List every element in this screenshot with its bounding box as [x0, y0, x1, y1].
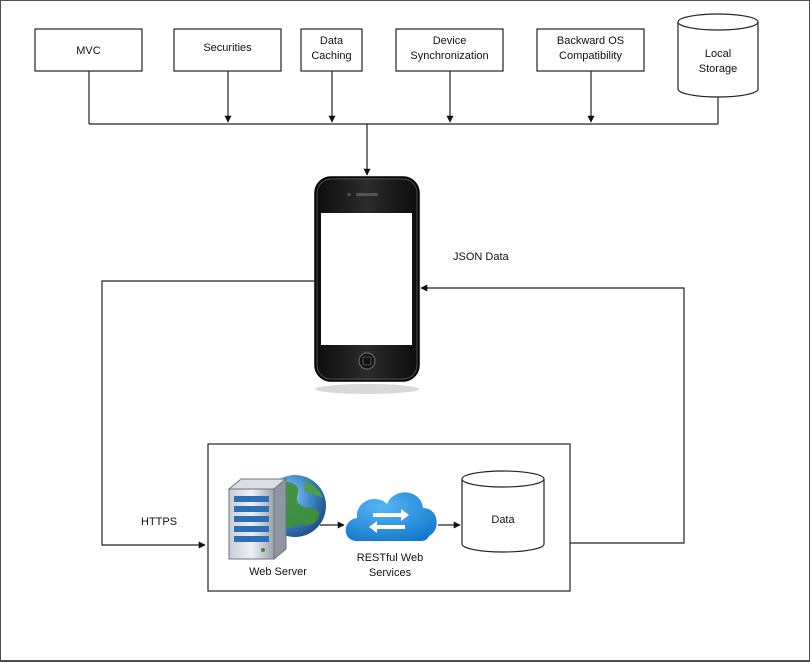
- component-device-sync: Device Synchronization: [395, 28, 504, 72]
- https-connector: [101, 280, 315, 549]
- component-backward-os: Backward OS Compatibility: [536, 28, 645, 72]
- component-device-sync-line2: Synchronization: [410, 50, 488, 62]
- component-mvc-label: MVC: [76, 45, 101, 57]
- restful-label-line1: RESTful Web: [357, 552, 423, 564]
- local-storage-cylinder: Local Storage: [677, 13, 759, 98]
- component-mvc: MVC: [34, 28, 143, 72]
- local-storage-line1: Local: [705, 48, 731, 60]
- component-device-sync-line1: Device: [433, 35, 467, 47]
- component-backward-os-line1: Backward OS: [557, 35, 624, 47]
- web-server-icon: [227, 475, 326, 561]
- data-store-cylinder: Data: [461, 470, 545, 553]
- json-data-label: JSON Data: [453, 251, 510, 263]
- top-connectors: [88, 71, 719, 176]
- smartphone-icon: [314, 176, 420, 394]
- json-connector: [420, 284, 685, 544]
- component-data-caching: Data Caching: [300, 28, 363, 72]
- data-store-label: Data: [491, 514, 515, 526]
- component-backward-os-line2: Compatibility: [559, 50, 622, 62]
- local-storage-line2: Storage: [699, 63, 738, 75]
- component-data-caching-line2: Caching: [311, 50, 351, 62]
- https-label: HTTPS: [141, 516, 177, 528]
- component-securities-label: Securities: [203, 42, 252, 54]
- component-securities: Securities: [173, 28, 282, 72]
- component-data-caching-line1: Data: [320, 35, 344, 47]
- web-server-label: Web Server: [249, 566, 307, 578]
- cloud-sync-icon: [345, 492, 437, 541]
- restful-label-line2: Services: [369, 567, 412, 579]
